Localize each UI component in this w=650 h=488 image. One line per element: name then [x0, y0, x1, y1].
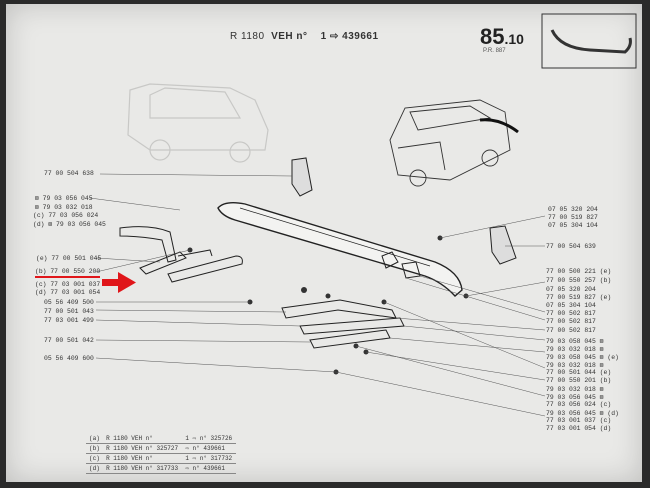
label-right-7: 77 00 519 827 (e)	[546, 294, 612, 301]
left-support-brackets	[119, 226, 243, 283]
label-right-9: 77 00 502 817	[546, 310, 596, 317]
label-right-22: 77 03 001 037 (c)	[546, 417, 612, 424]
label-right-18: 79 03 032 018 ⊠	[546, 386, 604, 393]
label-left-9: 05 56 409 500	[44, 299, 94, 306]
label-right-10: 77 00 502 817	[546, 318, 596, 325]
bumper-bar	[217, 201, 463, 297]
label-right-16: 77 00 501 044 (e)	[546, 369, 612, 376]
table-row: (b) R 1180 VEH n° 325727 ⇨ n° 439661	[86, 443, 236, 454]
label-left-6-highlighted: (b) 77 00 550 200	[35, 268, 101, 278]
label-right-14: 79 03 058 045 ⊠ (e)	[546, 354, 619, 361]
table-row: (d) R 1180 VEH n° 317733 ⇨ n° 439661	[86, 463, 236, 474]
label-left-5: (e) 77 00 501 045	[36, 255, 102, 262]
label-right-19: 79 03 056 045 ⊠	[546, 394, 604, 401]
bumper-thumbnail	[541, 13, 637, 69]
header-model: R 1180 VEH n° 1 ⇨ 439661	[230, 31, 379, 42]
red-pointer-arrow	[102, 272, 136, 293]
bolts	[187, 235, 469, 375]
table-row: (a) R 1180 VEH n° 1 ⇨ n° 325726	[86, 434, 236, 444]
label-right-17: 77 00 550 201 (b)	[546, 377, 612, 384]
label-right-1: 77 00 519 827	[548, 214, 598, 221]
label-right-15: 79 03 032 018 ⊠	[546, 362, 604, 369]
label-right-13: 79 03 032 018 ⊠	[546, 346, 604, 353]
label-left-3: (c) 77 03 056 024	[33, 212, 99, 219]
corner-brackets	[291, 157, 517, 265]
car-location-drawing	[389, 99, 519, 187]
label-right-2: 07 05 304 104	[548, 222, 598, 229]
page-number: 85.10	[480, 24, 524, 49]
label-left-8: (d) 77 03 001 054	[35, 289, 101, 296]
label-right-3: 77 00 504 639	[546, 243, 596, 250]
label-left-2: ⊠ 79 03 032 018	[35, 204, 93, 211]
label-right-21: 79 03 056 045 ⊠ (d)	[546, 410, 619, 417]
label-right-20: 77 03 056 024 (c)	[546, 401, 612, 408]
label-left-10: 77 00 501 043	[44, 308, 94, 315]
label-right-4: 77 00 500 221 (e)	[546, 268, 612, 275]
label-right-0: 07 05 320 204	[548, 206, 598, 213]
label-left-12: 77 00 501 042	[44, 337, 94, 344]
ghost-car-drawing	[127, 83, 269, 163]
label-left-13: 05 56 409 600	[44, 355, 94, 362]
label-right-11: 77 00 502 817	[546, 327, 596, 334]
leader-lines-left	[89, 173, 337, 373]
label-right-8: 07 05 304 104	[546, 302, 596, 309]
table-row: (c) R 1180 VEH n° 1 ⇨ n° 317732	[86, 453, 236, 464]
label-right-23: 77 03 001 054 (d)	[546, 425, 612, 432]
applicability-table: (a) R 1180 VEH n° 1 ⇨ n° 325726 (b) R 11…	[86, 434, 236, 474]
label-left-7: (c) 77 03 001 037	[35, 281, 101, 288]
label-right-12: 79 03 058 045 ⊠	[546, 338, 604, 345]
label-left-4: (d) ⊠ 79 03 056 045	[33, 221, 106, 228]
label-right-6: 07 05 320 204	[546, 286, 596, 293]
label-left-11: 77 03 001 499	[44, 317, 94, 324]
label-left-1: ⊠ 79 03 056 045	[35, 195, 93, 202]
leader-lines-right	[335, 215, 546, 417]
pr-code: P.R. 887	[483, 48, 506, 54]
label-right-5: 77 00 550 257 (b)	[546, 277, 612, 284]
label-left-0: 77 00 504 638	[44, 170, 94, 177]
